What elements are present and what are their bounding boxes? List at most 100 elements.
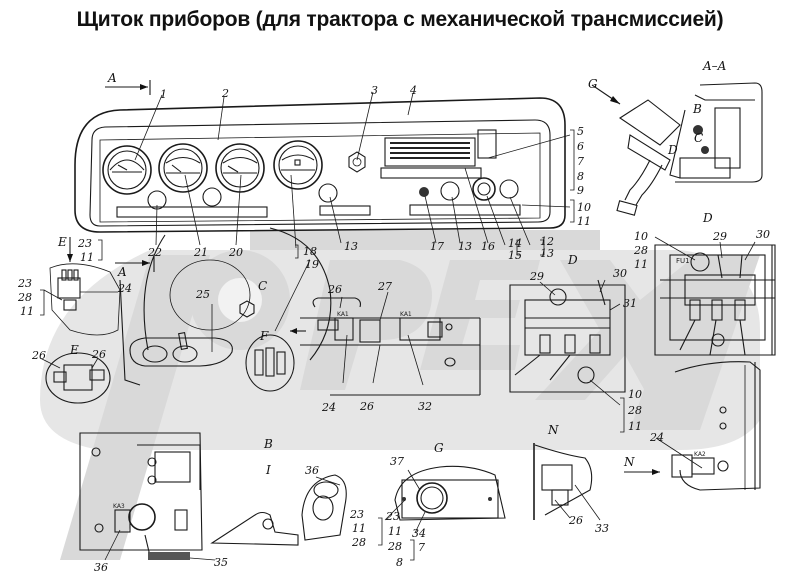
label-16: 16 [481,240,495,253]
label-26b: 26 [91,348,106,361]
label-33: 33 [595,522,609,535]
label-30a: 30 [613,267,627,280]
view-label-d-right: D [702,211,713,225]
label-11d: 11 [634,258,648,271]
gauge-fuel-level [273,140,323,190]
view-arrow-a-top [105,80,151,95]
label-10b: 10 [634,230,648,243]
view-label-e: E [69,343,79,357]
warning-lamp [202,187,222,207]
label-3: 3 [371,84,378,97]
label-23b: 23 [17,277,32,290]
relay-mark-ka2: KA2 [694,451,706,458]
gauge-oil-pressure [158,143,208,193]
relay-mark-ka1b: KA1 [400,311,412,318]
component-marks: FU1 KA1 KA1 KA2 KA3 [113,257,706,510]
gauge-ammeter [102,145,152,195]
label-20: 20 [228,246,243,259]
label-37: 37 [390,455,404,468]
connector-g [378,465,506,561]
label-5: 5 [577,125,584,138]
label-11e: 11 [352,522,366,535]
label-28e: 28 [387,540,402,553]
view-label-b-section: B [692,102,702,116]
label-11f: 11 [388,525,402,538]
label-10: 10 [577,201,591,214]
view-label-f: F [259,329,269,343]
view-label-e-arrow: E [57,235,67,249]
label-13c: 13 [540,247,554,260]
label-7: 7 [577,155,584,168]
label-7: 7 [418,541,425,554]
label-36b: 36 [305,464,319,477]
label-25: 25 [195,288,210,301]
fuse-block-d-middle [509,279,626,433]
label-6: 6 [577,140,584,153]
relay-block-e [40,237,121,336]
relay-rail [300,291,481,396]
view-label-n-side: N [547,423,559,437]
view-label-a-left: A [117,265,127,279]
label-4: 4 [409,84,417,97]
label-29a: 29 [529,270,544,283]
label-11b: 11 [20,305,34,318]
lamp-13b [440,181,460,201]
label-21: 21 [193,246,208,259]
label-23a: 23 [77,237,92,250]
label-29b: 29 [712,230,727,243]
switch-16 [472,177,496,201]
label-36a: 36 [94,561,108,574]
section-a-a [591,82,763,216]
button-17 [419,187,429,197]
label-13b: 13 [458,240,472,253]
detail-e-circle [39,352,111,404]
lamp-14 [499,179,519,199]
label-11c: 11 [628,420,642,433]
view-label-b: B [263,437,273,451]
view-b-housing [79,432,216,561]
lower-dashboard [119,227,332,386]
view-label-c: C [258,279,267,293]
label-18: 18 [303,245,317,258]
relay-mark-ka1: KA1 [337,311,349,318]
label-8b: 8 [396,556,403,569]
label-9: 9 [577,184,584,197]
ignition-switch-3 [348,151,366,173]
label-11: 11 [577,215,591,228]
label-30b: 30 [756,228,770,241]
label-11a: 11 [80,251,94,264]
view-label-g-top: G [588,77,598,91]
label-24c: 24 [649,431,664,444]
label-28b: 28 [627,404,642,417]
instrument-panel [74,97,566,233]
fuse-block-d-right [654,236,776,356]
relay-n-side [533,443,601,521]
diagram-title: Щиток приборов (для трактора с механичес… [76,8,724,31]
label-32: 32 [418,400,432,413]
view-label-n-arrow: N [623,455,635,469]
label-31: 31 [623,297,637,310]
label-28c: 28 [633,244,648,257]
label-27: 27 [377,280,392,293]
label-23c: 23 [349,508,364,521]
label-28a: 28 [17,291,32,304]
label-10a: 10 [628,388,642,401]
label-1: 1 [160,88,167,101]
label-24a: 24 [117,282,132,295]
terminal-strip-right [409,204,521,216]
label-26a: 26 [31,349,46,362]
label-14: 14 [508,237,522,250]
label-8: 8 [577,170,584,183]
label-28d: 28 [351,536,366,549]
label-35: 35 [214,556,228,569]
label-15: 15 [508,249,522,262]
view-label-d-mid: D [567,253,578,267]
warning-lamp-13 [318,183,338,203]
fuse-mark-fu1: FU1 [676,257,690,265]
view-b-side [210,474,347,546]
label-24b: 24 [321,401,336,414]
view-label-a-top: A [107,71,117,85]
label-2: 2 [221,87,229,100]
view-label-g: G [434,441,444,455]
